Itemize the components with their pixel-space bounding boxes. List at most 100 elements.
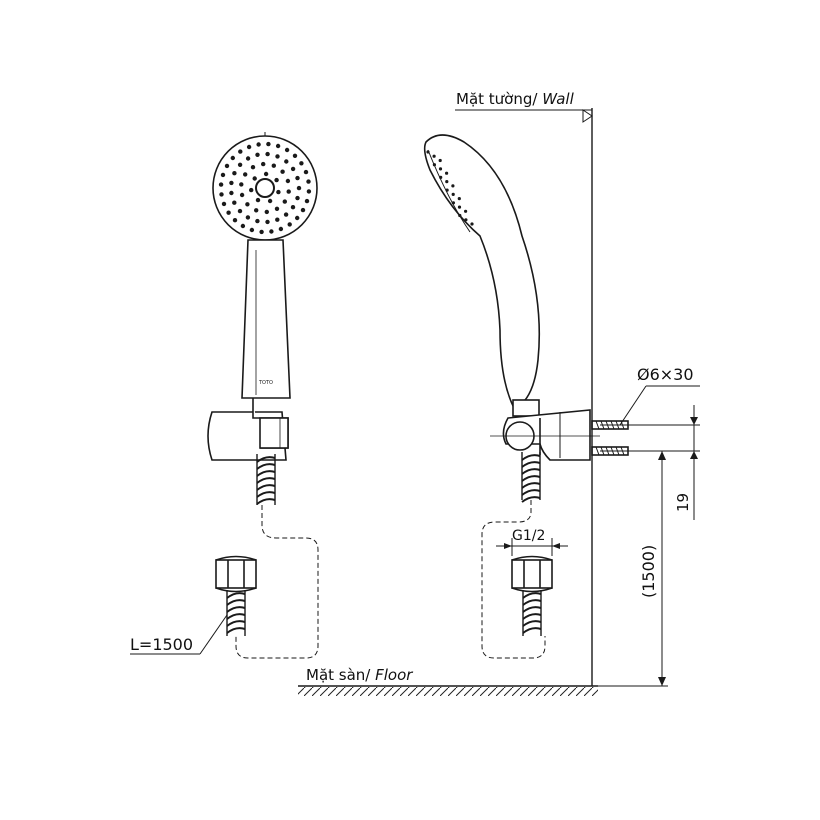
nozzle-dot [255, 218, 260, 224]
nozzle-dot [275, 217, 280, 222]
nozzle-dot [304, 198, 310, 204]
nozzle-dot [280, 169, 285, 174]
hose-dashed-side [481, 500, 546, 659]
side-nozzle-dot [432, 163, 436, 167]
side-nozzle-dot [445, 171, 449, 175]
nozzle-dot [292, 153, 298, 158]
front-handle [241, 239, 291, 399]
side-nozzle-dot [464, 218, 468, 222]
nozzle-dot [237, 208, 243, 214]
nozzle-dot [252, 176, 257, 181]
nozzle-dot [274, 206, 280, 211]
nozzle-dot [245, 215, 251, 220]
side-nozzle-dot [439, 175, 443, 179]
nozzle-dot [243, 172, 248, 177]
side-nozzle-dot [457, 205, 462, 209]
side-nozzle-dot [458, 213, 462, 218]
nozzle-dot [275, 154, 280, 159]
nozzle-dot [306, 189, 312, 194]
nozzle-dot [245, 202, 250, 207]
nozzle-dot [229, 180, 234, 186]
floor-label-en: Floor [375, 666, 413, 684]
side-view-shower [423, 134, 700, 659]
nozzle-dot [249, 227, 255, 233]
side-nozzle-dot [445, 180, 449, 184]
nozzle-dot [246, 144, 252, 150]
nozzle-dot [295, 175, 300, 181]
floor-label: Mặt sàn/ Floor [306, 666, 413, 684]
side-nozzle-dots [426, 150, 474, 226]
side-hose-coil-lower [522, 590, 542, 636]
nozzle-dot [261, 161, 266, 167]
nozzle-dot [254, 208, 259, 213]
nozzle-dot [267, 198, 273, 204]
side-nozzle-dot [451, 192, 455, 196]
nozzle-dot [295, 215, 300, 221]
hose-nut-front [215, 555, 257, 593]
side-nozzle-dot [426, 150, 430, 154]
floor-line [298, 685, 598, 696]
nozzle-dot [300, 207, 306, 213]
nozzle-dot [286, 189, 291, 194]
nozzle-dot [287, 222, 292, 227]
nozzle-dot [290, 205, 296, 210]
wall-label-en: Wall [542, 90, 574, 108]
nozzle-dot [239, 182, 244, 187]
nozzle-dot [218, 182, 224, 187]
nozzle-dot [232, 171, 237, 176]
nozzle-dot [239, 192, 245, 198]
nozzle-dot [240, 223, 246, 229]
nozzle-dot [265, 151, 270, 157]
nozzle-dot [255, 152, 260, 157]
nozzle-dot [245, 156, 251, 161]
nozzle-dot [265, 219, 270, 225]
side-nozzle-dot [451, 201, 455, 205]
nozzle-dot [256, 142, 261, 147]
nozzle-dot [276, 189, 281, 195]
nozzle-dot [238, 149, 243, 154]
nozzle-dot [219, 192, 224, 197]
nozzle-dot [250, 165, 256, 170]
side-nozzle-dot [445, 188, 449, 192]
brand-mark: TOTO [258, 380, 273, 386]
nozzle-dot [264, 209, 269, 215]
nozzle-dot [274, 177, 279, 183]
nozzle-dot [275, 143, 281, 149]
nozzle-dot [259, 229, 264, 235]
hose-length-label: L=1500 [130, 635, 193, 654]
side-nozzle-dot [457, 197, 461, 201]
center-button [255, 178, 275, 198]
nozzle-dot [263, 171, 269, 177]
nozzle-dot [226, 210, 231, 215]
nozzle-dot [284, 147, 290, 153]
nozzle-grid [218, 141, 312, 235]
nozzle-dot [255, 197, 261, 203]
hose-dashed-front [235, 505, 319, 659]
screw-size-label: Ø6×30 [637, 365, 694, 384]
nozzle-dot [290, 166, 296, 172]
nozzle-dot [220, 172, 226, 178]
nozzle-dot [285, 178, 291, 184]
thread-size-label: G1/2 [512, 528, 545, 544]
nozzle-dot [295, 195, 300, 201]
side-hose-coil-upper [521, 452, 541, 503]
side-nozzle-dot [470, 222, 474, 226]
dimension-1500-label: (1500) [639, 545, 658, 598]
nozzle-dot [224, 163, 230, 169]
nozzle-dot [299, 161, 304, 166]
wall-line [455, 108, 593, 686]
wall-label: Mặt tường/ Wall [456, 90, 575, 108]
nozzle-dot [278, 226, 284, 232]
side-nozzle-dot [464, 209, 468, 213]
nozzle-dot [249, 187, 254, 193]
nozzle-dot [232, 200, 237, 205]
nozzle-dot [282, 199, 287, 204]
side-shower-head [423, 134, 541, 409]
side-nozzle-dot [438, 167, 443, 171]
side-nozzle-dot [438, 158, 442, 163]
hose-nut-side [511, 555, 553, 593]
front-view-shower: TOTO [130, 132, 319, 659]
nozzle-dot [230, 155, 235, 161]
nozzle-dot [296, 185, 302, 191]
